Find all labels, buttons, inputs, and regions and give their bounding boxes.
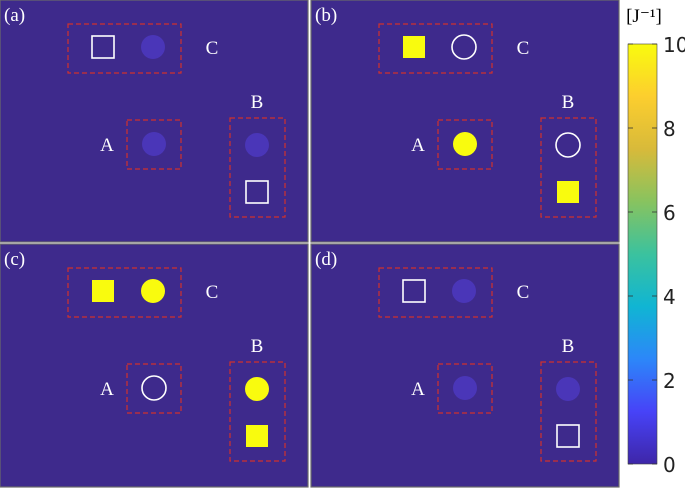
circle-marker-faint [453,376,477,400]
colorbar-unit-label: [J⁻¹] [626,6,662,27]
square-marker-filled [92,280,114,302]
group-label-b: B [251,92,264,113]
panel-b: (b) C A B [310,0,620,243]
colorbar-tick-label: 0 [663,453,676,477]
square-marker-outline [556,424,580,448]
square-marker-filled [557,181,579,203]
square-marker-outline [245,180,269,204]
group-label-c: C [206,38,219,59]
square-marker-outline [91,35,115,59]
circle-marker-faint [452,279,476,303]
panels-grid: (a) C A B (b) C A B (c) C A B (d) C A B [0,0,620,488]
circle-marker-outline [555,132,581,158]
group-label-b: B [562,92,575,113]
colorbar-tick-label: 10 [663,33,685,57]
circle-marker-faint [556,377,580,401]
group-box-c [67,23,182,74]
square-marker-filled [246,425,268,447]
panel-a: (a) C A B [0,0,309,243]
group-box-a [126,363,182,414]
panel-d: (d) C A B [310,243,620,488]
panel-label: (b) [315,5,337,26]
panel-label: (a) [4,5,25,26]
circle-marker-outline [141,375,167,401]
group-box-c [378,267,493,318]
circle-marker-filled [453,132,477,156]
group-label-c: C [517,38,530,59]
group-label-c: C [206,282,219,303]
group-label-a: A [100,379,114,400]
panel-background [310,0,620,243]
circle-marker-faint [245,133,269,157]
group-label-a: A [100,135,114,156]
group-box-b [540,361,597,462]
circle-marker-filled [245,377,269,401]
colorbar-tick-label: 4 [663,285,676,309]
square-marker-filled [403,36,425,58]
group-box-a [126,119,182,170]
group-label-c: C [517,282,530,303]
colorbar-tick-label: 8 [663,117,676,141]
group-label-a: A [411,135,425,156]
group-box-c [67,267,182,318]
colorbar-gradient [627,43,658,465]
panel-c: (c) C A B [0,243,309,488]
colorbar-tick-label: 2 [663,369,676,393]
group-box-a [437,363,493,414]
group-box-a [437,119,493,170]
group-label-a: A [411,379,425,400]
panel-label: (c) [4,249,25,270]
group-box-b [229,361,286,462]
circle-marker-filled [141,279,165,303]
group-label-b: B [251,336,264,357]
panel-label: (d) [315,249,337,270]
group-label-b: B [562,336,575,357]
circle-marker-faint [142,132,166,156]
colorbar-tick-label: 6 [663,201,676,225]
colorbar: [J⁻¹] 0 2 4 6 8 10 [626,6,685,477]
circle-marker-faint [141,35,165,59]
group-box-b [540,117,597,218]
circle-marker-outline [451,34,477,60]
group-box-c [378,23,493,74]
group-box-b [229,117,286,218]
square-marker-outline [402,279,426,303]
